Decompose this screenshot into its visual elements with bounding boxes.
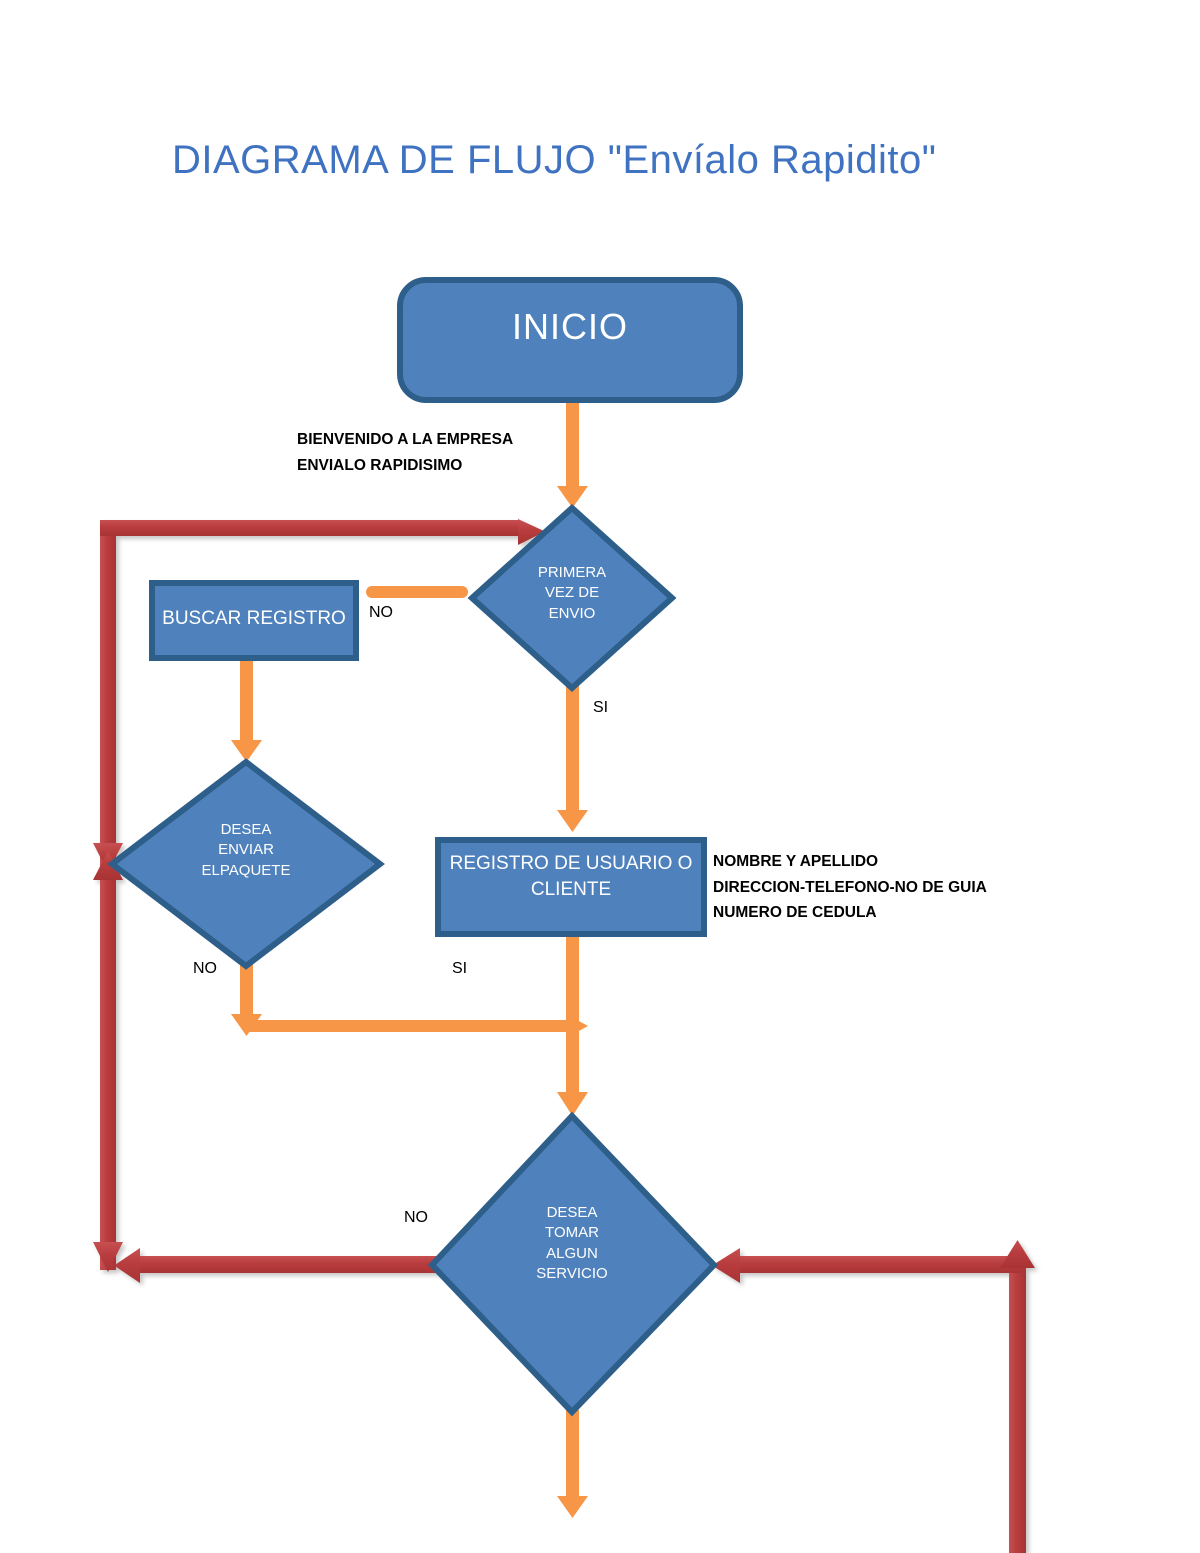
node-buscar-registro-shape[interactable]	[149, 580, 359, 661]
connector-inicio-to-primera-vez	[557, 398, 588, 508]
edge-label-desea-enviar-no: NO	[193, 960, 217, 977]
connector-primera-vez-si-to-registro	[557, 668, 588, 832]
edge-label-desea-tomar-no: NO	[404, 1209, 428, 1226]
node-desea-tomar-algun-servicio-shape[interactable]	[427, 1111, 719, 1417]
page-title: DIAGRAMA DE FLUJO "Envíalo Rapidito"	[172, 138, 937, 182]
node-desea-enviar-elpaquete-shape[interactable]	[107, 758, 385, 970]
edge-label-primera-vez-no: NO	[369, 604, 393, 621]
connector-buscar-registro-to-desea-enviar	[231, 658, 262, 762]
node-registro-de-usuario-o-cliente-shape[interactable]	[435, 837, 707, 937]
node-inicio-shape[interactable]	[397, 277, 743, 403]
node-primera-vez-de-envio-shape[interactable]	[467, 503, 677, 693]
edge-label-primera-vez-si: SI	[593, 699, 609, 716]
connector-red-return-to-primera-vez	[93, 519, 545, 1272]
annotation-bienvenida: BIENVENIDO A LA EMPRESA ENVIALO RAPIDISI…	[297, 431, 514, 474]
connector-desea-tomar-to-bottom	[557, 1410, 588, 1518]
edge-label-registro-si: SI	[452, 960, 468, 977]
connector-red-return-from-bottom-right	[712, 1240, 1035, 1553]
annotation-registro-campos: NOMBRE Y APELLIDO DIRECCION-TELEFONO-NO …	[713, 853, 987, 922]
connector-desea-tomar-no-to-left	[114, 1248, 446, 1283]
connector-registro-to-desea-tomar	[557, 934, 588, 1116]
